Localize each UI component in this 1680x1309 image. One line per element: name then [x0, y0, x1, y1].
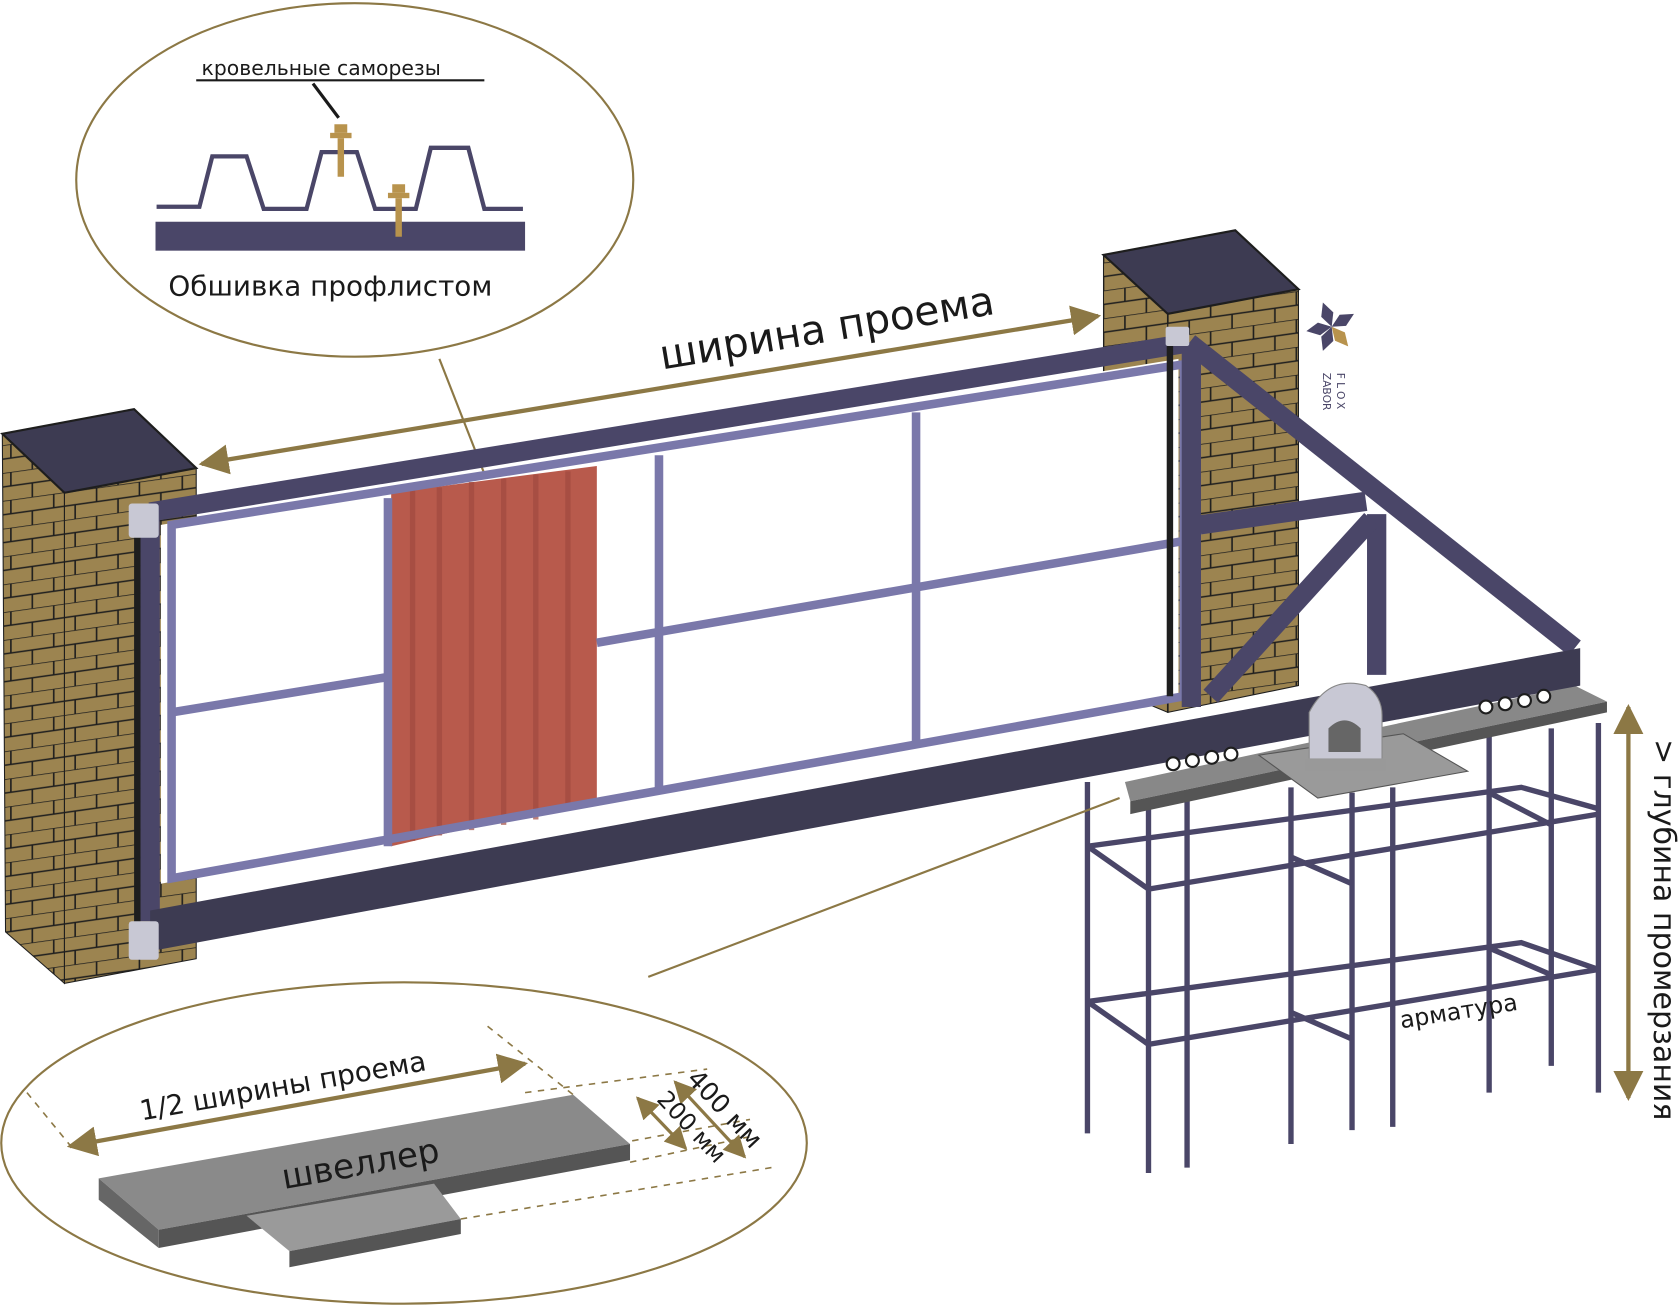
channel-callout: 1/2 ширины проема швеллер 400 мм 200 мм	[0, 981, 808, 1305]
roofing-screws-label: кровельные саморезы	[202, 56, 441, 80]
rebar-cage	[1084, 723, 1602, 1173]
opening-width-label: ширина проема	[656, 276, 998, 379]
screw-icon	[330, 124, 410, 237]
roller-wheels	[1165, 688, 1552, 772]
half-width-arrow	[66, 1053, 529, 1157]
opening-width-arrow	[198, 305, 1102, 475]
dim-200-arrow	[635, 1096, 688, 1150]
channel-foot	[246, 1183, 461, 1252]
profile-sheathing-label: Обшивка профлистом	[168, 270, 492, 303]
freezing-depth-label: > глубина промерзания	[1646, 739, 1680, 1120]
dim-400-arrow	[673, 1080, 747, 1159]
callout-pointer-bottom	[647, 797, 1120, 978]
base-plate	[155, 221, 526, 251]
bottom-bracket	[128, 921, 159, 960]
flox-zabor-logo: FLOX ZABOR	[1306, 302, 1354, 413]
roller-carriage-icon	[1304, 682, 1387, 772]
leader-line	[311, 82, 340, 119]
top-bracket	[128, 503, 159, 538]
bottom-beam	[150, 648, 1581, 952]
gate-frame	[128, 326, 1581, 960]
roller-bracket	[1165, 326, 1190, 346]
logo-text-zabor: ZABOR	[1320, 373, 1333, 411]
gate-panel-opening	[160, 358, 1179, 884]
corrugated-sheet-sample	[391, 465, 597, 847]
sheathing-callout: кровельные саморезы Обшивка профлистом	[75, 2, 635, 483]
logo-text-flox: FLOX	[1334, 373, 1347, 413]
